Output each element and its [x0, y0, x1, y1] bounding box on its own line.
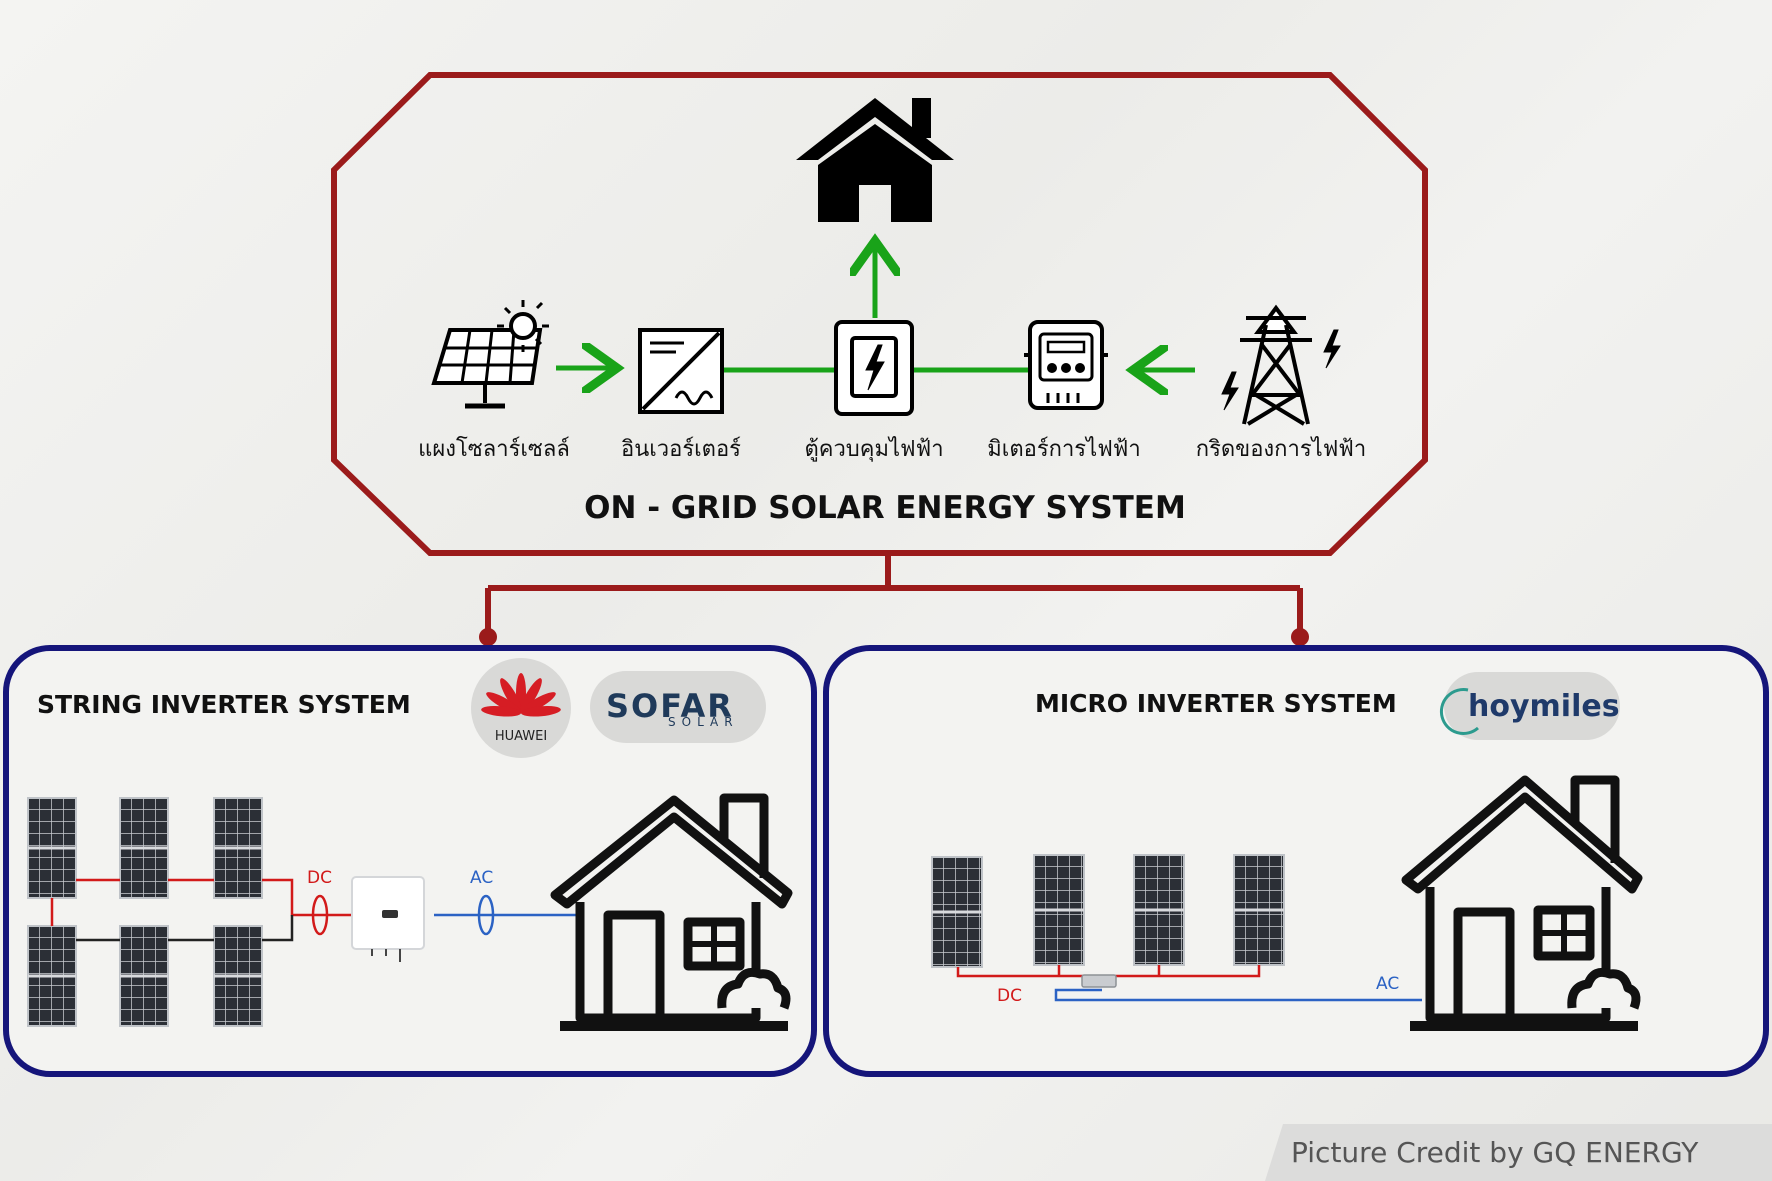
label-inverter: อินเวอร์เตอร์	[621, 437, 741, 462]
string-dc-wiring	[50, 878, 352, 942]
home-icon	[796, 98, 954, 222]
string-dc-label: DC	[307, 868, 332, 888]
connector-dot-right	[1291, 628, 1309, 646]
house-icon-micro	[1401, 775, 1643, 1031]
on-grid-title: ON - GRID SOLAR ENERGY SYSTEM	[584, 490, 1186, 526]
micro-system-title: MICRO INVERTER SYSTEM	[1035, 689, 1397, 718]
house-icon-string	[550, 793, 793, 1031]
flow-lines	[556, 246, 1195, 370]
string-inverter-device	[351, 876, 425, 962]
electric-meter-icon	[1024, 320, 1108, 410]
solar-panel-icon	[431, 300, 549, 409]
micro-system-frame	[823, 645, 1769, 1077]
solar-panel	[118, 796, 170, 900]
micro-ac-label: AC	[1376, 974, 1399, 994]
solar-panel	[212, 924, 264, 1028]
connector-dot-left	[479, 628, 497, 646]
string-ac-wiring	[434, 894, 582, 936]
label-grid: กริดของการไฟฟ้า	[1196, 436, 1366, 462]
sofar-logo: SOFAR SOLAR	[590, 671, 766, 743]
string-system-title: STRING INVERTER SYSTEM	[37, 690, 411, 719]
hoymiles-logo-text: hoymiles	[1468, 689, 1620, 724]
micro-ac-wiring	[1054, 988, 1422, 1002]
solar-panel	[930, 855, 984, 969]
micro-inverter-device	[1081, 974, 1117, 988]
credit-text: Picture Credit by GQ ENERGY	[1291, 1136, 1699, 1169]
huawei-logo: HUAWEI	[471, 658, 571, 758]
solar-panel	[1132, 853, 1186, 967]
solar-panel	[1232, 853, 1286, 967]
transmission-tower-icon	[1221, 304, 1341, 426]
label-meter: มิเตอร์การไฟฟ้า	[987, 436, 1140, 462]
credit-banner: Picture Credit by GQ ENERGY	[1265, 1124, 1772, 1181]
tree-connector	[485, 553, 1303, 635]
on-grid-frame	[331, 72, 1428, 556]
solar-panel	[212, 796, 264, 900]
label-solar-panel: แผงโซลาร์เซลล์	[418, 436, 570, 462]
solar-panel	[26, 796, 78, 900]
label-control-box: ตู้ควบคุมไฟฟ้า	[804, 436, 943, 462]
micro-dc-label: DC	[997, 986, 1022, 1006]
hoymiles-logo: hoymiles	[1439, 672, 1620, 740]
sofar-logo-text: SOFAR	[606, 687, 734, 725]
solar-panel	[118, 924, 170, 1028]
inverter-icon	[638, 328, 724, 414]
huawei-logo-text: HUAWEI	[495, 729, 547, 744]
solar-panel	[1032, 853, 1086, 967]
sofar-logo-subtext: SOLAR	[668, 715, 739, 729]
string-ac-label: AC	[470, 868, 493, 888]
solar-panel	[26, 924, 78, 1028]
control-box-icon	[834, 320, 914, 416]
